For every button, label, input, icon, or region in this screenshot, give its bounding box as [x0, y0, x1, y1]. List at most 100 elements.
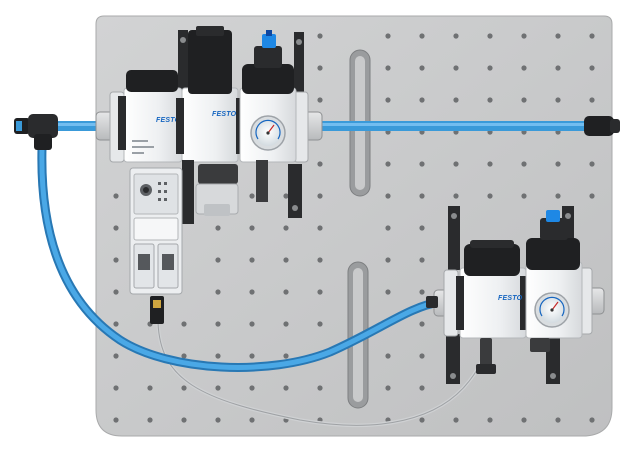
plate-hole	[385, 161, 391, 167]
plate-hole	[249, 321, 255, 327]
pressure-gauge-icon-lower	[534, 292, 570, 328]
plate-hole	[181, 321, 187, 327]
plate-hole	[249, 193, 255, 199]
plate-hole	[385, 257, 391, 263]
plate-hole	[215, 225, 221, 231]
plate-hole	[147, 417, 153, 423]
plate-hole	[419, 321, 425, 327]
plate-hole	[453, 97, 459, 103]
plate-hole	[521, 65, 527, 71]
plate-hole	[419, 225, 425, 231]
plate-hole	[317, 33, 323, 39]
plate-hole	[453, 33, 459, 39]
plate-hole	[487, 97, 493, 103]
plate-hole	[589, 33, 595, 39]
plate-hole	[555, 193, 561, 199]
plate-hole	[215, 289, 221, 295]
brand-logo-2: FESTO	[212, 111, 237, 118]
plate-hole	[419, 33, 425, 39]
plate-hole	[113, 289, 119, 295]
plate-hole	[521, 161, 527, 167]
plate-hole	[283, 225, 289, 231]
plate-hole	[521, 193, 527, 199]
plate-hole	[215, 417, 221, 423]
plate-hole	[113, 417, 119, 423]
plate-hole	[249, 257, 255, 263]
plate-hole	[521, 33, 527, 39]
plate-hole	[113, 353, 119, 359]
tube-connector-icon	[584, 116, 620, 136]
plate-hole	[555, 65, 561, 71]
plate-hole	[249, 417, 255, 423]
plate-hole	[283, 353, 289, 359]
plate-hole	[385, 225, 391, 231]
plate-hole	[453, 193, 459, 199]
plate-hole	[419, 161, 425, 167]
plate-hole	[147, 385, 153, 391]
plate-hole	[249, 225, 255, 231]
plate-hole	[113, 225, 119, 231]
plate-hole	[419, 289, 425, 295]
plate-hole	[385, 65, 391, 71]
plate-hole	[385, 289, 391, 295]
plate-hole	[589, 161, 595, 167]
plate-hole	[487, 417, 493, 423]
plate-hole	[487, 65, 493, 71]
plate-hole	[317, 225, 323, 231]
plate-hole	[385, 385, 391, 391]
plate-hole	[419, 97, 425, 103]
plate-hole	[317, 385, 323, 391]
plate-hole	[487, 193, 493, 199]
plate-hole	[249, 353, 255, 359]
plate-hole	[419, 353, 425, 359]
plate-hole	[487, 161, 493, 167]
plate-hole	[419, 385, 425, 391]
pressure-gauge-icon	[250, 115, 286, 151]
plate-hole	[317, 161, 323, 167]
plate-hole	[283, 193, 289, 199]
plate-hole	[181, 417, 187, 423]
plate-hole	[283, 257, 289, 263]
tee-fitting-icon	[14, 114, 58, 150]
plate-hole	[317, 289, 323, 295]
brand-logo-1: FESTO	[156, 117, 181, 124]
plate-hole	[249, 289, 255, 295]
plate-hole	[419, 65, 425, 71]
plate-hole	[215, 353, 221, 359]
io-link-module-icon	[129, 167, 183, 295]
plate-hole	[385, 353, 391, 359]
plate-hole	[317, 193, 323, 199]
plate-hole	[113, 321, 119, 327]
plate-hole	[283, 321, 289, 327]
plate-hole	[453, 65, 459, 71]
plate-hole	[487, 33, 493, 39]
plate-hole	[385, 97, 391, 103]
plate-hole	[419, 257, 425, 263]
plate-hole	[419, 193, 425, 199]
brand-logo-3: FESTO	[498, 295, 523, 302]
plate-hole	[385, 33, 391, 39]
plate-hole	[215, 321, 221, 327]
upper-maintenance-unit: FESTO FESTO	[95, 26, 323, 324]
plate-hole	[283, 385, 289, 391]
plate-hole	[113, 193, 119, 199]
plate-hole	[215, 257, 221, 263]
plate-hole	[589, 97, 595, 103]
plate-hole	[317, 65, 323, 71]
plate-hole	[453, 417, 459, 423]
plate-hole	[555, 417, 561, 423]
lower-maintenance-unit: FESTO	[433, 206, 605, 384]
plate-hole	[555, 33, 561, 39]
plate-hole	[521, 417, 527, 423]
plate-hole	[555, 161, 561, 167]
plate-hole	[215, 385, 221, 391]
plate-holes	[113, 33, 595, 423]
plate-hole	[113, 257, 119, 263]
plate-hole	[317, 321, 323, 327]
plate-hole	[113, 385, 119, 391]
plate-hole	[589, 193, 595, 199]
plate-hole	[181, 353, 187, 359]
plate-hole	[453, 161, 459, 167]
plate-hole	[181, 385, 187, 391]
